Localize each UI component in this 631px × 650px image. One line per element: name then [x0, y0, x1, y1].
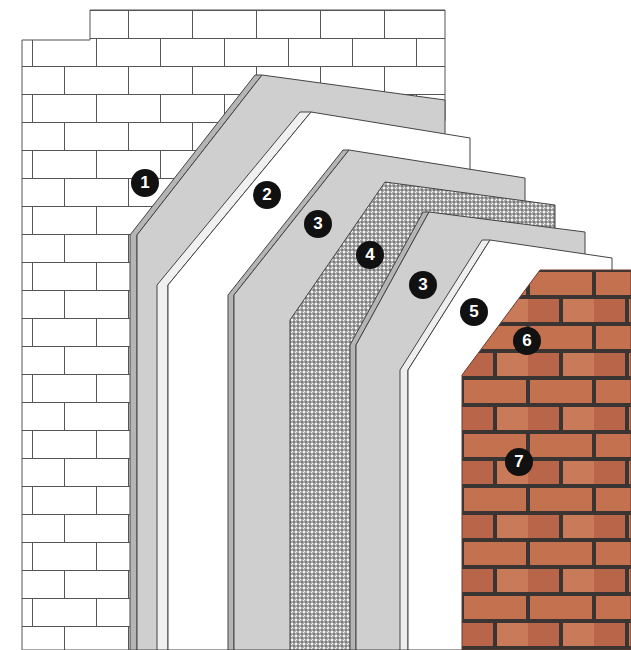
- callout-number: 1: [131, 169, 159, 197]
- callout-number: 3: [409, 271, 437, 299]
- callout-number: 5: [460, 298, 488, 326]
- callout-number: 6: [513, 327, 541, 355]
- callout-number: 4: [356, 241, 384, 269]
- callout-number: 7: [505, 448, 533, 476]
- callout-number: 2: [253, 181, 281, 209]
- callout-number: 3: [304, 210, 332, 238]
